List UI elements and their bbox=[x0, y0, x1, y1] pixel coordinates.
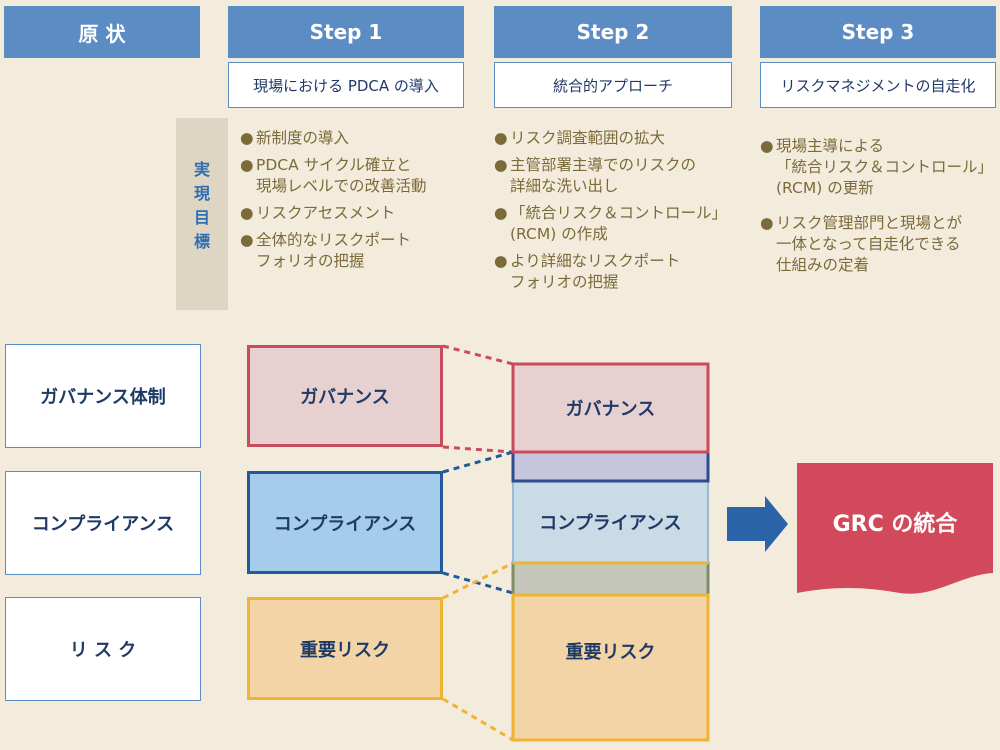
header-genjo: 原 状 bbox=[4, 6, 200, 58]
row-label-risk: リ ス ク bbox=[5, 597, 201, 701]
connector-compliance-top bbox=[442, 450, 514, 474]
overlap-risk-bottom bbox=[511, 561, 710, 597]
bullet-icon: ● bbox=[240, 156, 254, 174]
subtitle-step2: 統合的アプローチ bbox=[494, 62, 732, 108]
list-item: ●リスク調査範囲の拡大 bbox=[494, 129, 666, 147]
header-step1: Step 1 bbox=[228, 6, 464, 58]
bullet-icon: ● bbox=[240, 129, 254, 147]
step2-label-compliance: コンプライアンス bbox=[539, 513, 682, 534]
step1-block-governance: ガバナンス bbox=[247, 345, 443, 447]
list-item: ●新制度の導入 bbox=[240, 129, 350, 147]
list-item: ●PDCA サイクル確立と 現場レベルでの改善活動 bbox=[240, 156, 427, 195]
list-item: ●より詳細なリスクポート フォリオの把握 bbox=[494, 252, 681, 291]
right-arrow-icon bbox=[727, 496, 788, 552]
subtitle-step1: 現場における PDCA の導入 bbox=[228, 62, 464, 108]
connector-risk-top bbox=[442, 561, 514, 600]
list-item: ●主管部署主導でのリスクの 詳細な洗い出し bbox=[494, 156, 697, 195]
list-item: ●現場主導による 「統合リスク＆コントロール」 (RCM) の更新 bbox=[760, 137, 994, 197]
list-item: ●「統合リスク＆コントロール」 (RCM) の作成 bbox=[494, 204, 728, 243]
goal-label-char: 標 bbox=[193, 232, 210, 251]
list-item: ●リスク管理部門と現場とが 一体となって自走化できる 仕組みの定着 bbox=[760, 214, 963, 274]
goal-label-char: 実 bbox=[193, 160, 210, 179]
goal-label-char: 目 bbox=[193, 208, 210, 227]
bullet-icon: ● bbox=[240, 204, 254, 222]
connector-risk-bottom bbox=[442, 697, 514, 742]
step2-risk-fill bbox=[511, 593, 710, 742]
step2-label-governance: ガバナンス bbox=[565, 399, 656, 420]
header-step2: Step 2 bbox=[494, 6, 732, 58]
grc-label: GRC の統合 bbox=[832, 512, 958, 537]
header-step3: Step 3 bbox=[760, 6, 996, 58]
list-item: ●全体的なリスクポート フォリオの把握 bbox=[240, 231, 412, 270]
step2-governance-fill bbox=[511, 362, 710, 454]
bullet-icon: ● bbox=[494, 156, 508, 174]
connector-governance-bottom bbox=[442, 445, 514, 454]
grc-shape bbox=[797, 463, 993, 594]
bullet-icon: ● bbox=[494, 129, 508, 147]
row-label-compliance: コンプライアンス bbox=[5, 471, 201, 575]
step1-block-compliance: コンプライアンス bbox=[247, 471, 443, 574]
connector-governance-top bbox=[442, 344, 514, 366]
step2-label-risk: 重要リスク bbox=[565, 642, 656, 663]
bullet-icon: ● bbox=[494, 204, 508, 222]
bullet-icon: ● bbox=[760, 137, 774, 155]
step1-block-risk: 重要リスク bbox=[247, 597, 443, 700]
row-label-governance: ガバナンス体制 bbox=[5, 344, 201, 448]
connector-compliance-bottom bbox=[442, 571, 514, 595]
overlap-governance-compliance bbox=[511, 450, 710, 483]
goal-label-char: 現 bbox=[193, 184, 210, 203]
bullet-icon: ● bbox=[760, 214, 774, 232]
list-item: ●リスクアセスメント bbox=[240, 204, 396, 222]
subtitle-step3: リスクマネジメントの自走化 bbox=[760, 62, 996, 108]
goals-step3: ●現場主導による 「統合リスク＆コントロール」 (RCM) の更新 ●リスク管理… bbox=[760, 136, 1000, 282]
bullet-icon: ● bbox=[240, 231, 254, 249]
goals-step2: ●リスク調査範囲の拡大 ●主管部署主導でのリスクの 詳細な洗い出し ●「統合リス… bbox=[494, 128, 744, 299]
goal-label-cell: 実 現 目 標 bbox=[176, 118, 228, 310]
goals-step1: ●新制度の導入 ●PDCA サイクル確立と 現場レベルでの改善活動 ●リスクアセ… bbox=[240, 128, 480, 278]
bullet-icon: ● bbox=[494, 252, 508, 270]
